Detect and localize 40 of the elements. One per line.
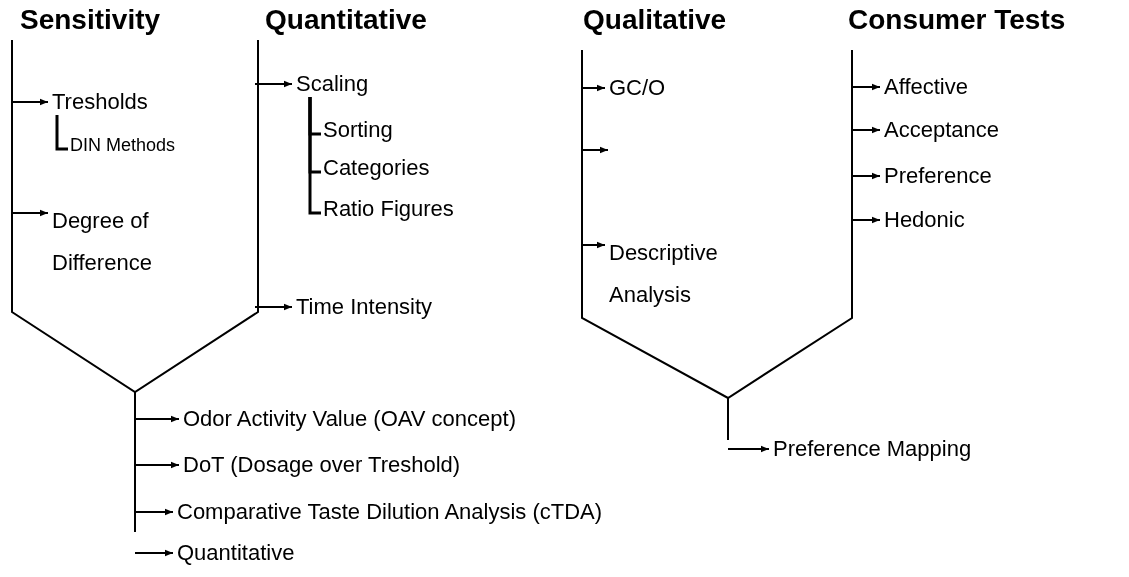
column-heading: Qualitative xyxy=(583,3,727,37)
tree-branch-line xyxy=(308,97,321,215)
item-label: Comparative Taste Dilution Analysis (cTDA) xyxy=(177,499,603,525)
item-label: Ratio Figures xyxy=(323,196,454,222)
column-heading: Sensitivity xyxy=(20,3,161,37)
arrow xyxy=(134,549,174,557)
arrow xyxy=(851,83,881,91)
arrow xyxy=(581,84,606,92)
item-label: Quantitative xyxy=(177,540,295,566)
arrow xyxy=(11,209,49,217)
arrow xyxy=(851,172,881,180)
item-label: Degree of Difference xyxy=(52,200,202,284)
arrow xyxy=(727,445,770,453)
arrow xyxy=(134,508,174,516)
arrow xyxy=(851,216,881,224)
arrow xyxy=(134,415,180,423)
arrow xyxy=(134,461,180,469)
item-label: DoT (Dosage over Treshold) xyxy=(183,452,461,478)
tree-branch-line xyxy=(55,115,68,151)
item-label: Hedonic xyxy=(884,207,965,233)
item-label: Categories xyxy=(323,155,430,181)
column-heading: Consumer Tests xyxy=(848,3,1066,37)
item-label: Scaling xyxy=(296,71,369,97)
arrow xyxy=(254,80,293,88)
arrow xyxy=(581,241,606,249)
item-label: Preference Mapping xyxy=(773,436,972,462)
column-heading: Quantitative xyxy=(265,3,427,37)
arrow xyxy=(851,126,881,134)
item-label: Time Intensity xyxy=(296,294,433,320)
item-label: DIN Methods xyxy=(70,132,176,158)
item-label: Sorting xyxy=(323,117,393,143)
item-label: Acceptance xyxy=(884,117,999,143)
item-label: Tresholds xyxy=(52,89,148,115)
item-label: Affective xyxy=(884,74,968,100)
arrow xyxy=(254,303,293,311)
arrow xyxy=(11,98,49,106)
item-label: GC/O xyxy=(609,75,666,101)
item-label: Odor Activity Value (OAV concept) xyxy=(183,406,516,432)
item-label: Preference xyxy=(884,163,992,189)
item-label: Descriptive Analysis xyxy=(609,232,759,316)
